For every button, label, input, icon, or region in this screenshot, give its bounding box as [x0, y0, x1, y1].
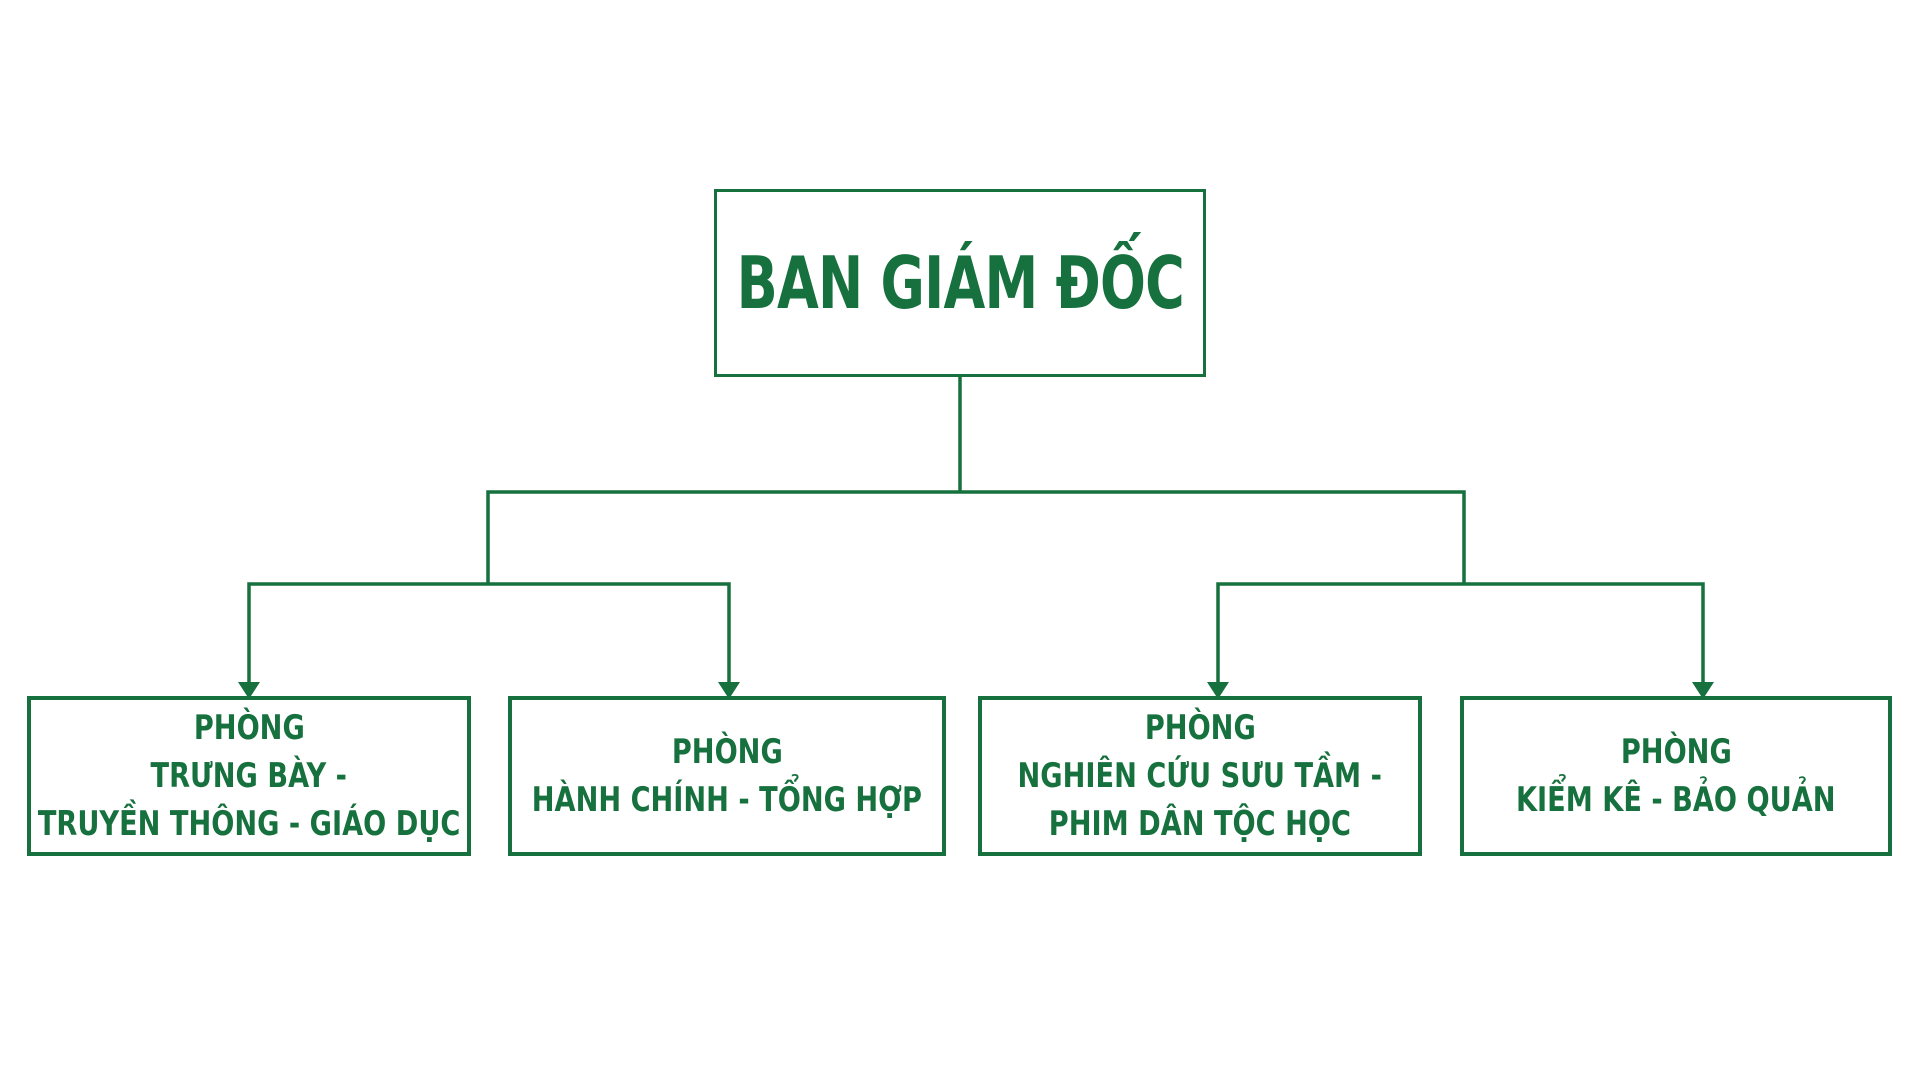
dept-line: PHÒNG	[671, 732, 783, 772]
arrowhead-icon-dept-4	[1692, 682, 1714, 699]
connector-line-main-bar	[486, 490, 1466, 584]
connector-line-right-bar	[1216, 582, 1705, 684]
connector-line-left-bar	[247, 582, 731, 684]
dept-line: NGHIÊN CỨU SƯU TẦM -	[1017, 756, 1383, 796]
org-box-phong-nghien-cuu-suu-tam-phim-dan-toc-hoc: PHÒNG NGHIÊN CỨU SƯU TẦM - PHIM DÂN TỘC …	[978, 696, 1422, 856]
dept-line: PHIM DÂN TỘC HỌC	[1048, 804, 1352, 844]
dept-line: PHÒNG	[1144, 708, 1256, 748]
org-box-phong-hanh-chinh-tong-hop: PHÒNG HÀNH CHÍNH - TỔNG HỢP	[508, 696, 946, 856]
dept-line: KIỂM KÊ - BẢO QUẢN	[1516, 780, 1836, 820]
dept-line: TRUYỀN THÔNG - GIÁO DỤC	[37, 804, 461, 844]
arrowhead-icon-dept-1	[238, 682, 260, 699]
org-box-ban-giam-doc: BAN GIÁM ĐỐC	[714, 189, 1206, 377]
dept-line: PHÒNG	[1620, 732, 1732, 772]
org-box-phong-kiem-ke-bao-quan: PHÒNG KIỂM KÊ - BẢO QUẢN	[1460, 696, 1892, 856]
dept-line: HÀNH CHÍNH - TỔNG HỢP	[531, 780, 923, 820]
arrowhead-icon-dept-2	[718, 682, 740, 699]
org-box-phong-trung-bay-truyen-thong-giao-duc: PHÒNG TRƯNG BÀY - TRUYỀN THÔNG - GIÁO DỤ…	[27, 696, 471, 856]
org-box-title: BAN GIÁM ĐỐC	[736, 241, 1184, 325]
arrowhead-icon-dept-3	[1207, 682, 1229, 699]
dept-line: TRƯNG BÀY -	[150, 756, 348, 796]
dept-line: PHÒNG	[193, 708, 305, 748]
